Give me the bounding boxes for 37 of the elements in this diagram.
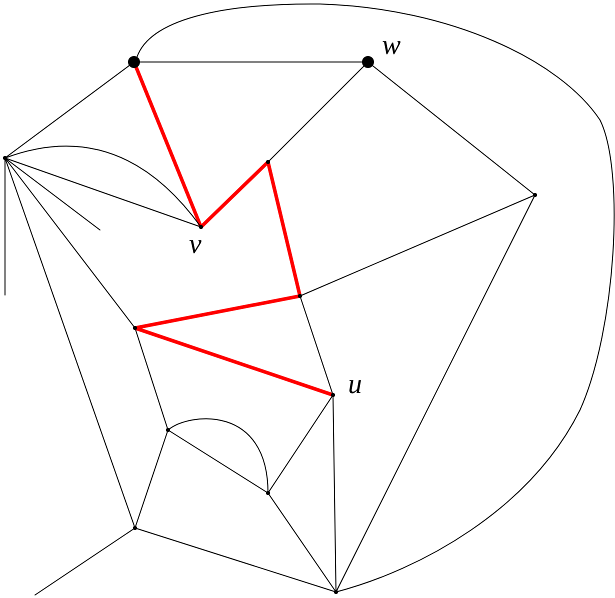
graph-edge (336, 194, 536, 592)
vertex-label: v (189, 231, 202, 259)
graph-edge (4, 65, 130, 158)
graph-vertex (199, 225, 203, 229)
graph-edge (168, 430, 268, 494)
graph-vertex (133, 526, 137, 530)
graph-edge (134, 528, 336, 592)
graph-vertex (334, 590, 338, 594)
graph-edge (4, 158, 100, 230)
graph-edge (300, 296, 334, 396)
graph-edge (268, 492, 336, 592)
graph-edge (372, 65, 536, 196)
graph-vertex (533, 193, 537, 197)
graph-vertex (266, 160, 270, 164)
graph-vertex (166, 428, 170, 432)
graph-edge (168, 418, 268, 494)
graph-vertex (298, 294, 302, 298)
graph-vertex (331, 393, 335, 397)
graph-edge (300, 194, 536, 296)
graph-edge (268, 66, 364, 162)
graph-edge (268, 394, 334, 494)
highlighted-edge (199, 160, 270, 229)
graph-edge (4, 158, 6, 296)
graph-edge (134, 430, 168, 528)
graph-edge (4, 158, 136, 528)
graph-vertex (266, 491, 270, 495)
vertex-label: u (348, 371, 362, 399)
graph-vertex (133, 326, 137, 330)
graph-edge (34, 528, 136, 596)
vertex-label: w (382, 32, 401, 60)
graph-edge (332, 394, 336, 592)
graph-edge (136, 4, 615, 592)
vertex-dot (128, 56, 140, 68)
graph-edge (134, 328, 168, 430)
vertex-dot (362, 56, 374, 68)
graph-edge (4, 158, 136, 328)
graph-vertex (3, 156, 7, 160)
